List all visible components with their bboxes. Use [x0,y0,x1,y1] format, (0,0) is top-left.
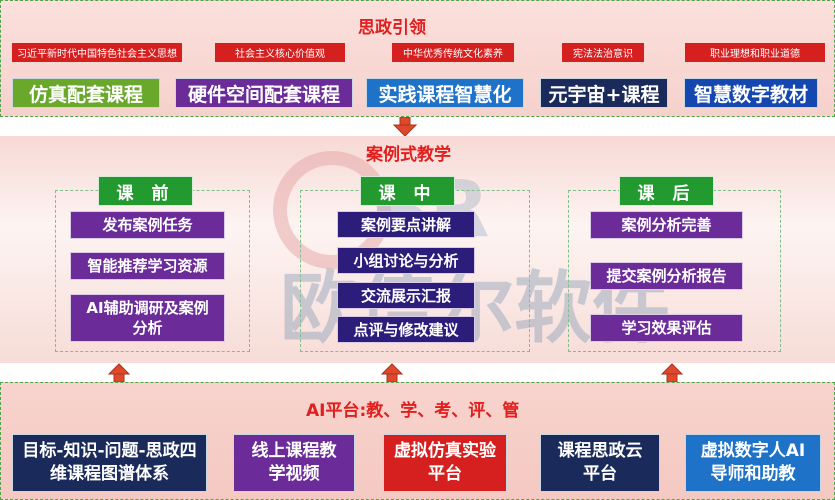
pill-smart-practice-courses: 实践课程智慧化 [366,78,524,108]
step-ai-assisted-research: AI辅助调研及案例分析 [70,294,225,342]
step-publish-case-task: 发布案例任务 [70,211,225,239]
step-review-suggestions: 点评与修改建议 [337,316,475,343]
pill-metaverse-courses: 元宇宙+课程 [540,78,668,108]
phase-before-class: 课 前 [98,176,193,206]
step-presentation-report: 交流展示汇报 [337,282,475,309]
step-group-discussion: 小组讨论与分析 [337,247,475,274]
step-learning-evaluation: 学习效果评估 [590,314,743,342]
step-submit-analysis-report: 提交案例分析报告 [590,262,743,290]
phase-after-class: 课 后 [619,176,714,206]
tag-core-values: 社会主义核心价值观 [215,43,345,62]
box-digital-human-ai-tutor: 虚拟数字人AI导师和助教 [685,434,821,492]
step-case-key-points: 案例要点讲解 [337,211,475,238]
box-course-knowledge-graph: 目标-知识-问题-思政四维课程图谱体系 [12,434,207,492]
pill-simulation-courses: 仿真配套课程 [12,78,160,108]
step-refine-case-analysis: 案例分析完善 [590,211,743,239]
step-smart-resource-recommendation: 智能推荐学习资源 [70,252,225,280]
case-teaching-title: 案例式教学 [366,145,451,165]
pill-smart-digital-textbook: 智慧数字教材 [684,78,818,108]
ideology-guidance-title: 思政引领 [358,18,426,38]
arrow-down-icon [392,117,418,137]
tag-xi-thought: 习近平新时代中国特色社会主义思想 [12,43,182,62]
tag-professional-ethics: 职业理想和职业道德 [685,43,825,62]
box-online-course-videos: 线上课程教学视频 [233,434,355,492]
box-virtual-simulation-platform: 虚拟仿真实验平台 [383,434,507,492]
arrow-up-icon [380,363,404,383]
arrow-up-icon [660,363,684,383]
tag-traditional-culture: 中华优秀传统文化素养 [392,43,514,62]
box-ideology-cloud-platform: 课程思政云平台 [540,434,660,492]
pill-hardware-space-courses: 硬件空间配套课程 [175,78,353,108]
arrow-up-icon [107,363,131,383]
ai-platform-title: AI平台:教、学、考、评、管 [306,401,520,421]
phase-during-class: 课 中 [360,176,455,206]
tag-rule-of-law: 宪法法治意识 [562,43,644,62]
